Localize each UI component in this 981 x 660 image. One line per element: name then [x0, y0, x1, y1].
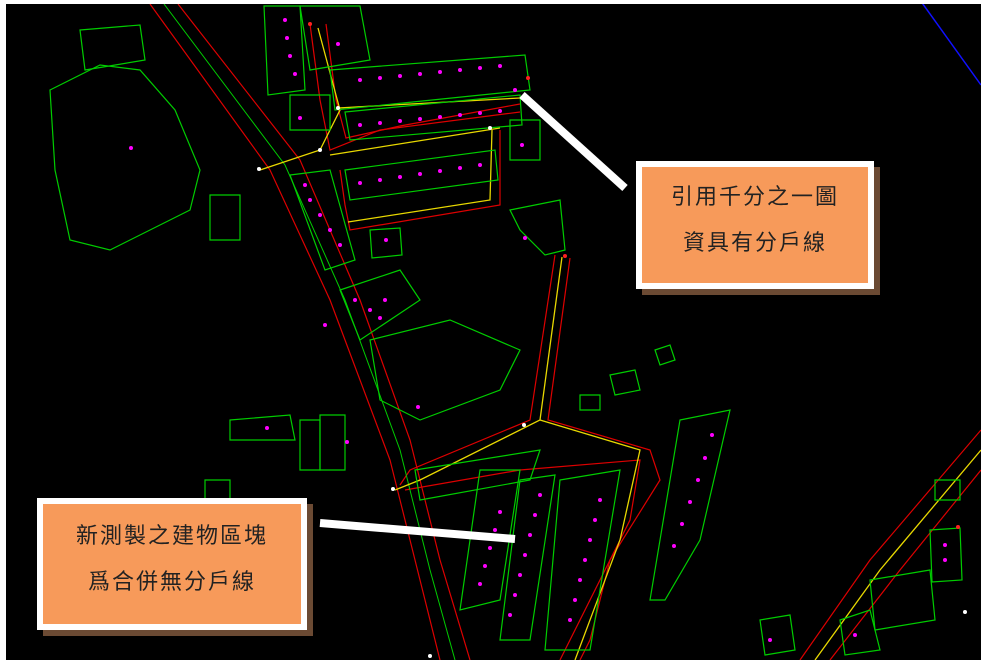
- green-road-lines: [163, 4, 456, 660]
- callout-top: 引用千分之一圖 資具有分戶線: [636, 161, 874, 289]
- map-drawing: [49, 4, 981, 660]
- road-edges: [149, 4, 981, 660]
- building-outlines: [49, 5, 963, 656]
- road-centerlines: [259, 27, 981, 660]
- grid-line: [921, 4, 981, 86]
- callout-pointer-top: [519, 92, 628, 191]
- callout-bottom-line2: 爲合併無分戶線: [87, 570, 256, 595]
- callout-top-line2: 資具有分戶線: [682, 231, 827, 256]
- callout-bottom-line1: 新測製之建物區塊: [75, 524, 268, 549]
- red-markers: [308, 22, 960, 529]
- survey-nodes: [257, 106, 967, 658]
- callout-top-line1: 引用千分之一圖: [670, 185, 839, 210]
- callout-bottom: 新測製之建物區塊 爲合併無分戶線: [37, 498, 307, 630]
- callout-pointer-bottom: [319, 519, 516, 543]
- building-points: [129, 18, 947, 642]
